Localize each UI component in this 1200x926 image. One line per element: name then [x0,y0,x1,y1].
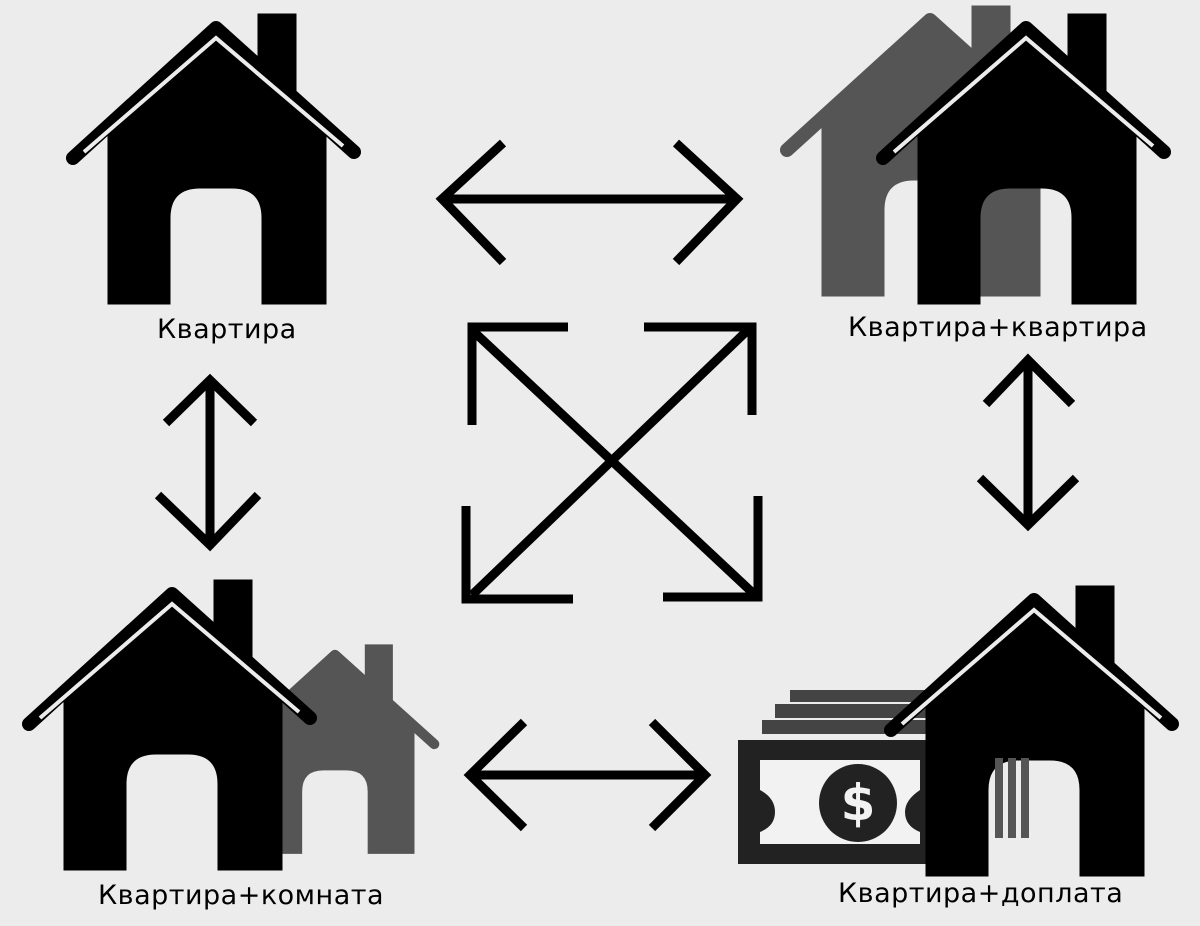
label-apartment-plus-apartment: Квартира+квартира [848,312,1148,343]
label-apartment: Квартира [157,314,297,345]
label-apartment-plus-room: Квартира+комната [98,880,385,911]
house-icon-top-left [73,14,354,304]
dollar-icon: $ [841,774,876,832]
house-roof-gap-top-left [82,35,345,154]
cash-stripes-icon [995,758,1029,838]
house-icon-bottom-left [29,580,310,870]
house-roof-gap-top-right [892,35,1155,154]
arrow-right-vertical [976,353,1080,532]
arrow-bottom-horizontal [463,718,712,832]
arrow-top-horizontal [435,139,744,266]
house-roof-gap-bottom-left [38,601,301,720]
cash-icon [738,690,940,864]
house-roof-gap-bottom-right [900,607,1163,726]
arrow-cross-center [461,322,763,604]
label-apartment-plus-payment: Квартира+доплата [838,878,1124,909]
house-icon-bottom-right [891,586,1172,876]
arrow-left-vertical [154,373,262,552]
